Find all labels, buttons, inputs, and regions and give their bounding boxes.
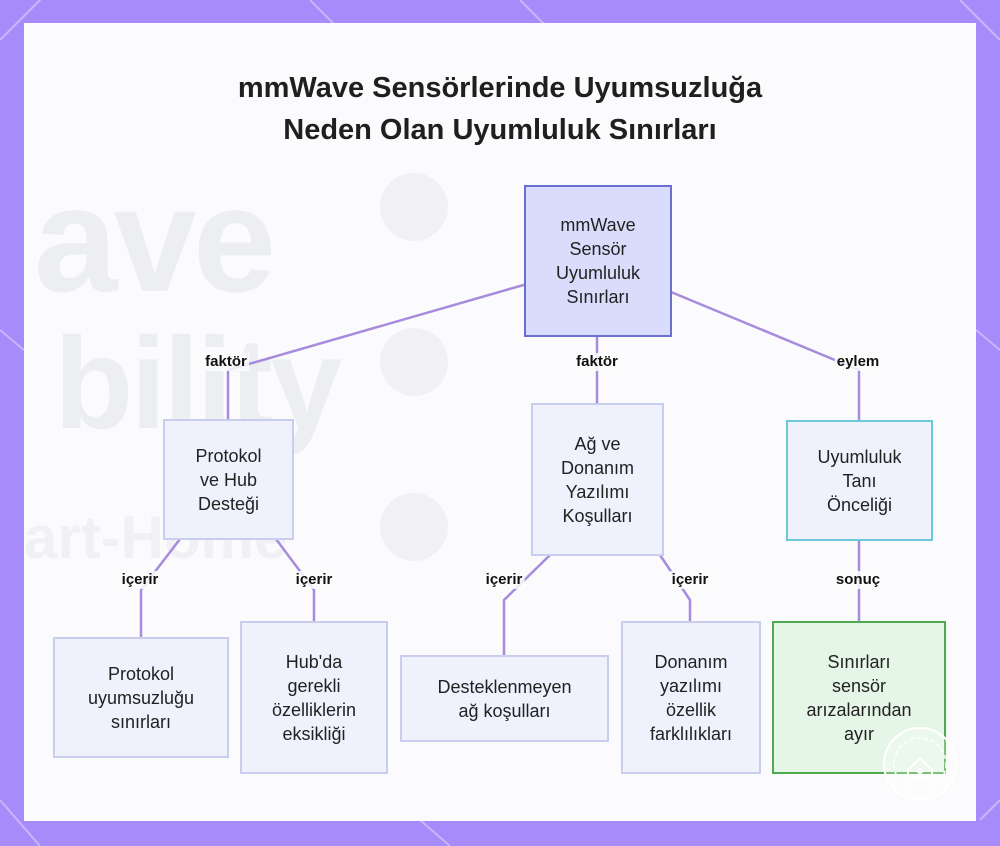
unsupported-network-line-1: Desteklenmeyen bbox=[437, 676, 572, 697]
separate-faults-line-1: Sınırları bbox=[827, 651, 891, 672]
hardware-differences-node: Donanım yazılımı özellik farklılıkları bbox=[621, 621, 761, 774]
hub-features-line-2: gerekli bbox=[287, 675, 341, 696]
edge-label-icerir-unsupported-network: içerir bbox=[483, 571, 525, 589]
network-hardware-line-1: Ağ ve bbox=[574, 433, 621, 454]
edge-label-faktor-left: faktör bbox=[203, 353, 249, 371]
edge-label-icerir-hub-features: içerir bbox=[293, 571, 335, 589]
protocol-hub-line-2: ve Hub bbox=[199, 469, 258, 490]
background-bluetooth-icon bbox=[380, 328, 448, 396]
edge-protocol-to-hub bbox=[274, 538, 316, 622]
diagnosis-priority-line-3: Önceliği bbox=[826, 494, 893, 515]
root-node-line-1: mmWave bbox=[560, 215, 636, 235]
protocol-limits-line-1: Protokol bbox=[107, 663, 175, 684]
edge-protocol-to-limits bbox=[139, 538, 181, 638]
unsupported-network-node: Desteklenmeyen ağ koşulları bbox=[400, 655, 609, 742]
edge-root-to-protocol bbox=[226, 282, 528, 420]
hub-features-line-4: eksikliği bbox=[282, 723, 346, 744]
network-hardware-line-3: Yazılımı bbox=[565, 481, 630, 502]
hub-features-node: Hub'da gerekli özelliklerin eksikliği bbox=[240, 621, 388, 774]
hardware-differences-line-3: özellik bbox=[665, 699, 717, 720]
edge-label-icerir-protocol-limits: içerir bbox=[119, 571, 161, 589]
separate-faults-line-3: arızalarından bbox=[806, 699, 912, 720]
diagnosis-priority-line-2: Tanı bbox=[842, 470, 877, 491]
edge-label-faktor-middle: faktör bbox=[574, 353, 620, 371]
protocol-limits-line-2: uyumsuzluğu bbox=[87, 687, 195, 708]
protocol-hub-node: Protokol ve Hub Desteği bbox=[163, 419, 294, 540]
network-hardware-line-2: Donanım bbox=[560, 457, 635, 478]
separate-faults-node: Sınırları sensör arızalarından ayır bbox=[772, 621, 946, 774]
background-thread-icon bbox=[380, 493, 448, 561]
network-hardware-line-4: Koşulları bbox=[562, 505, 633, 526]
separate-faults-line-2: sensör bbox=[831, 675, 887, 696]
hardware-differences-line-1: Donanım bbox=[654, 651, 728, 672]
protocol-limits-node: Protokol uyumsuzluğu sınırları bbox=[53, 637, 229, 758]
edge-label-sonuc: sonuç bbox=[833, 571, 883, 589]
background-zigbee-icon bbox=[380, 173, 448, 241]
edge-label-eylem: eylem bbox=[834, 353, 882, 371]
edge-label-icerir-hw-differences: içerir bbox=[669, 571, 711, 589]
root-node-line-2: Sensör bbox=[569, 239, 627, 259]
edge-network-to-hw bbox=[658, 554, 692, 622]
protocol-hub-line-1: Protokol bbox=[195, 445, 262, 466]
diagnosis-priority-line-1: Uyumluluk bbox=[817, 446, 902, 467]
root-node-line-3: Uyumluluk bbox=[555, 263, 641, 283]
edge-network-to-unsupported bbox=[502, 554, 551, 656]
hardware-differences-line-2: yazılımı bbox=[659, 675, 722, 696]
root-node: mmWave Sensör Uyumluluk Sınırları bbox=[524, 185, 672, 337]
edge-root-to-diagnosis bbox=[670, 290, 861, 420]
hardware-differences-line-4: farklılıkları bbox=[649, 723, 732, 744]
protocol-hub-line-3: Desteği bbox=[197, 493, 260, 514]
protocol-limits-line-3: sınırları bbox=[110, 711, 171, 732]
separate-faults-line-4: ayır bbox=[843, 723, 874, 744]
title-line-1: mmWave Sensörlerinde Uyumsuzluğa bbox=[237, 72, 763, 104]
diagram-title: mmWave Sensörlerinde Uyumsuzluğa Neden O… bbox=[0, 67, 1000, 151]
hub-features-line-1: Hub'da bbox=[285, 651, 343, 672]
unsupported-network-line-2: ağ koşulları bbox=[458, 700, 551, 721]
hub-features-line-3: özelliklerin bbox=[271, 699, 357, 720]
brand-logo-icon bbox=[883, 727, 957, 801]
network-hardware-node: Ağ ve Donanım Yazılımı Koşulları bbox=[531, 403, 664, 556]
root-node-line-4: Sınırları bbox=[566, 287, 630, 307]
title-line-2: Neden Olan Uyumluluk Sınırları bbox=[283, 114, 717, 146]
diagnosis-priority-node: Uyumluluk Tanı Önceliği bbox=[786, 420, 933, 541]
